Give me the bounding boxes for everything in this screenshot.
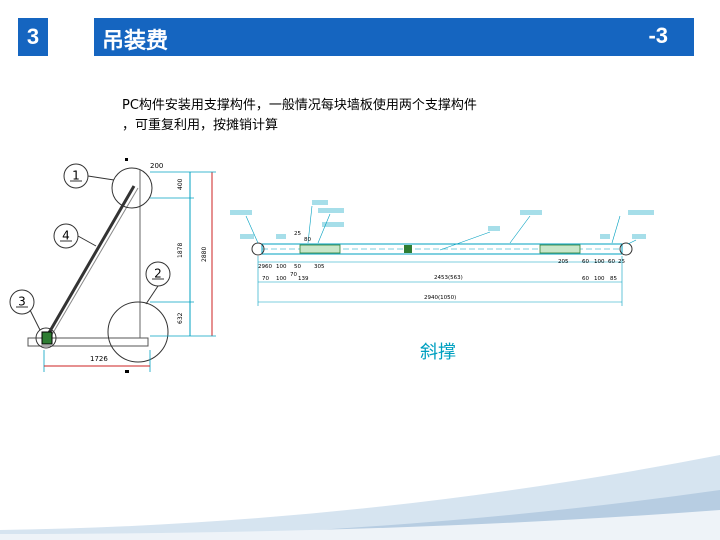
label-tag-11 xyxy=(600,234,610,239)
bottom-decoration xyxy=(0,455,720,540)
threaded-section-right xyxy=(539,244,581,254)
dim-400: 400 xyxy=(177,178,184,190)
label-tag-9 xyxy=(628,210,654,215)
dim-139: 139 xyxy=(298,276,309,282)
label-tag-5 xyxy=(322,222,344,227)
label-tag-4 xyxy=(318,208,344,213)
leader-4 xyxy=(509,215,531,244)
callout-4: 4 xyxy=(53,223,97,249)
marker-dot-top xyxy=(125,158,128,161)
label-tag-1 xyxy=(230,210,252,215)
section-number-badge: 3 xyxy=(18,18,48,56)
base-anchor xyxy=(41,331,53,345)
label-tag-6 xyxy=(276,234,286,239)
title-bar: 吊装费 -3 xyxy=(94,18,694,56)
coupler-mark xyxy=(404,245,412,253)
dim-632: 632 xyxy=(177,312,184,324)
dim-100d: 100 xyxy=(594,276,605,282)
callout-1-label: 1 xyxy=(72,169,80,183)
dim-60b: 60 xyxy=(608,259,615,265)
dim-80: 80 xyxy=(304,237,311,243)
dim-200: 200 xyxy=(150,162,163,170)
dim-2880: 2880 xyxy=(201,247,208,262)
label-tag-3 xyxy=(312,200,328,205)
dim-1726: 1726 xyxy=(90,355,108,363)
threaded-section-left xyxy=(299,244,341,254)
swoosh-highlight xyxy=(0,510,720,540)
callout-2: 2 xyxy=(145,261,171,305)
left-drawing: 1 4 2 3 200 400 1878 2880 xyxy=(9,158,216,373)
end-fitting-right xyxy=(619,242,633,256)
callout-3-label: 3 xyxy=(18,295,26,309)
marker-dot xyxy=(125,370,129,373)
body-line-1: PC构件安装用支撑构件，一般情况每块墙板使用两个支撑构件 xyxy=(122,98,477,113)
leader-7 xyxy=(627,239,637,245)
dim-25: 25 xyxy=(294,231,301,237)
leader-6 xyxy=(611,215,621,244)
detail-circle-base xyxy=(35,327,57,349)
section-number: 3 xyxy=(26,24,40,49)
title-suffix: -3 xyxy=(648,23,668,48)
dim-70: 70 xyxy=(262,276,269,282)
right-drawing: 25 80 2960 100 50 305 70 205 60 100 60 2… xyxy=(230,200,654,363)
dim-100b: 100 xyxy=(276,276,287,282)
dim-60c: 60 xyxy=(582,276,589,282)
diagonal-brace xyxy=(44,185,136,339)
label-tag-8 xyxy=(488,226,500,231)
callout-3: 3 xyxy=(9,289,41,331)
ground-slab xyxy=(27,337,149,347)
callout-4-label: 4 xyxy=(62,229,70,243)
dim-2453: 2453(563) xyxy=(434,275,463,281)
dim-100c: 100 xyxy=(594,259,605,265)
detail-circle-top xyxy=(111,167,153,209)
diagonal-brace-edge xyxy=(49,187,139,339)
dim-100a: 100 xyxy=(276,264,287,270)
callout-2-label: 2 xyxy=(154,267,162,281)
body-text: PC构件安装用支撑构件，一般情况每块墙板使用两个支撑构件 ，可重复利用，按摊销计… xyxy=(122,96,622,136)
dim-305: 305 xyxy=(314,264,325,270)
leader-2 xyxy=(307,205,313,244)
page-title: 吊装费 xyxy=(102,29,169,54)
dim-60a: 60 xyxy=(582,259,589,265)
leader-1 xyxy=(245,215,259,244)
label-tag-2 xyxy=(240,234,254,239)
leader-5 xyxy=(439,231,491,251)
dim-2960: 2960 xyxy=(258,264,272,270)
dim-50: 50 xyxy=(294,264,301,270)
label-tag-7 xyxy=(520,210,542,215)
technical-drawing: 1 4 2 3 200 400 1878 2880 xyxy=(9,158,654,373)
dim-205: 205 xyxy=(558,259,569,265)
dim-70b: 70 xyxy=(290,272,297,278)
leader-3 xyxy=(317,213,331,244)
dim-85: 85 xyxy=(610,276,617,282)
dim-total: 2940(1050) xyxy=(424,295,456,301)
drawing-caption: 斜撑 xyxy=(420,342,456,363)
body-line-2: ，可重复利用，按摊销计算 xyxy=(122,118,279,133)
label-tag-10 xyxy=(632,234,646,239)
detail-circle-bottom xyxy=(107,301,169,363)
callout-1: 1 xyxy=(63,163,115,189)
dim-1878: 1878 xyxy=(177,243,184,258)
